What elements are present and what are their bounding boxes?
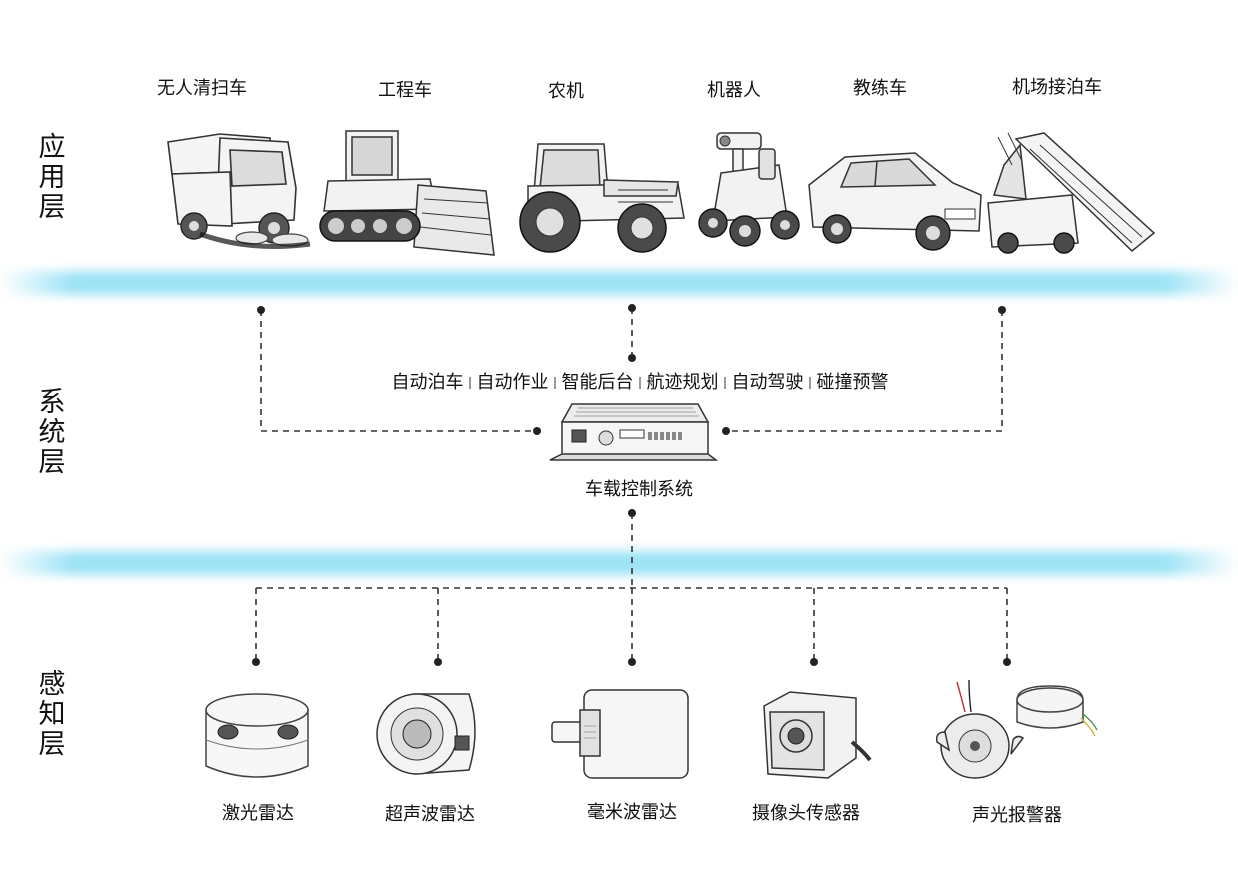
feature-divider [809,377,811,389]
app-label-engineering-vehicle: 工程车 [378,80,432,101]
feature-auto-parking: 自动泊车 [391,372,464,393]
mmwave-radar-illustration [551,689,689,779]
feature-auto-operation: 自动作业 [476,372,549,393]
sensor-label-ultrasonic: 超声波雷达 [385,804,475,825]
app-label-robot: 机器人 [707,80,761,101]
camera-sensor-illustration [763,691,872,779]
training-car-illustration [808,152,982,251]
separator-glow-bottom [0,551,1238,575]
app-label-airport-shuttle: 机场接泊车 [1012,77,1102,98]
ultrasonic-radar-illustration [376,693,476,775]
feature-divider [469,377,471,389]
feature-smart-backend: 智能后台 [561,372,634,393]
app-label-training-car: 教练车 [853,78,907,99]
layer-title-perception: 感 知 层 [38,669,66,760]
airport-shuttle-illustration [987,132,1156,254]
alarm-illustration [935,679,1098,779]
feature-autonomous-driving: 自动驾驶 [731,372,804,393]
sensor-label-camera: 摄像头传感器 [752,803,860,824]
feature-route-planning: 航迹规划 [646,372,719,393]
sweeper-illustration [167,133,311,249]
feature-divider [724,377,726,389]
app-label-sweeper: 无人清扫车 [157,78,247,99]
bulldozer-illustration [319,130,495,256]
sensor-label-lidar: 激光雷达 [222,803,294,824]
separator-glow-top [0,271,1238,295]
feature-divider [554,377,556,389]
lidar-illustration [205,693,309,778]
system-features-list: 自动泊车自动作业智能后台航迹规划自动驾驶碰撞预警 [392,372,889,394]
tractor-illustration [519,143,685,253]
sensor-label-alarm: 声光报警器 [972,805,1062,826]
feature-collision-warning: 碰撞预警 [816,372,889,393]
app-label-agricultural-machine: 农机 [548,81,584,102]
sensor-label-mmwave: 毫米波雷达 [587,802,677,823]
controller-box-illustration [549,403,719,461]
controller-label: 车载控制系统 [585,479,693,500]
layer-title-system: 系 统 层 [38,387,66,478]
feature-divider [639,377,641,389]
layer-title-application: 应 用 层 [38,132,66,223]
robot-illustration [698,132,800,247]
